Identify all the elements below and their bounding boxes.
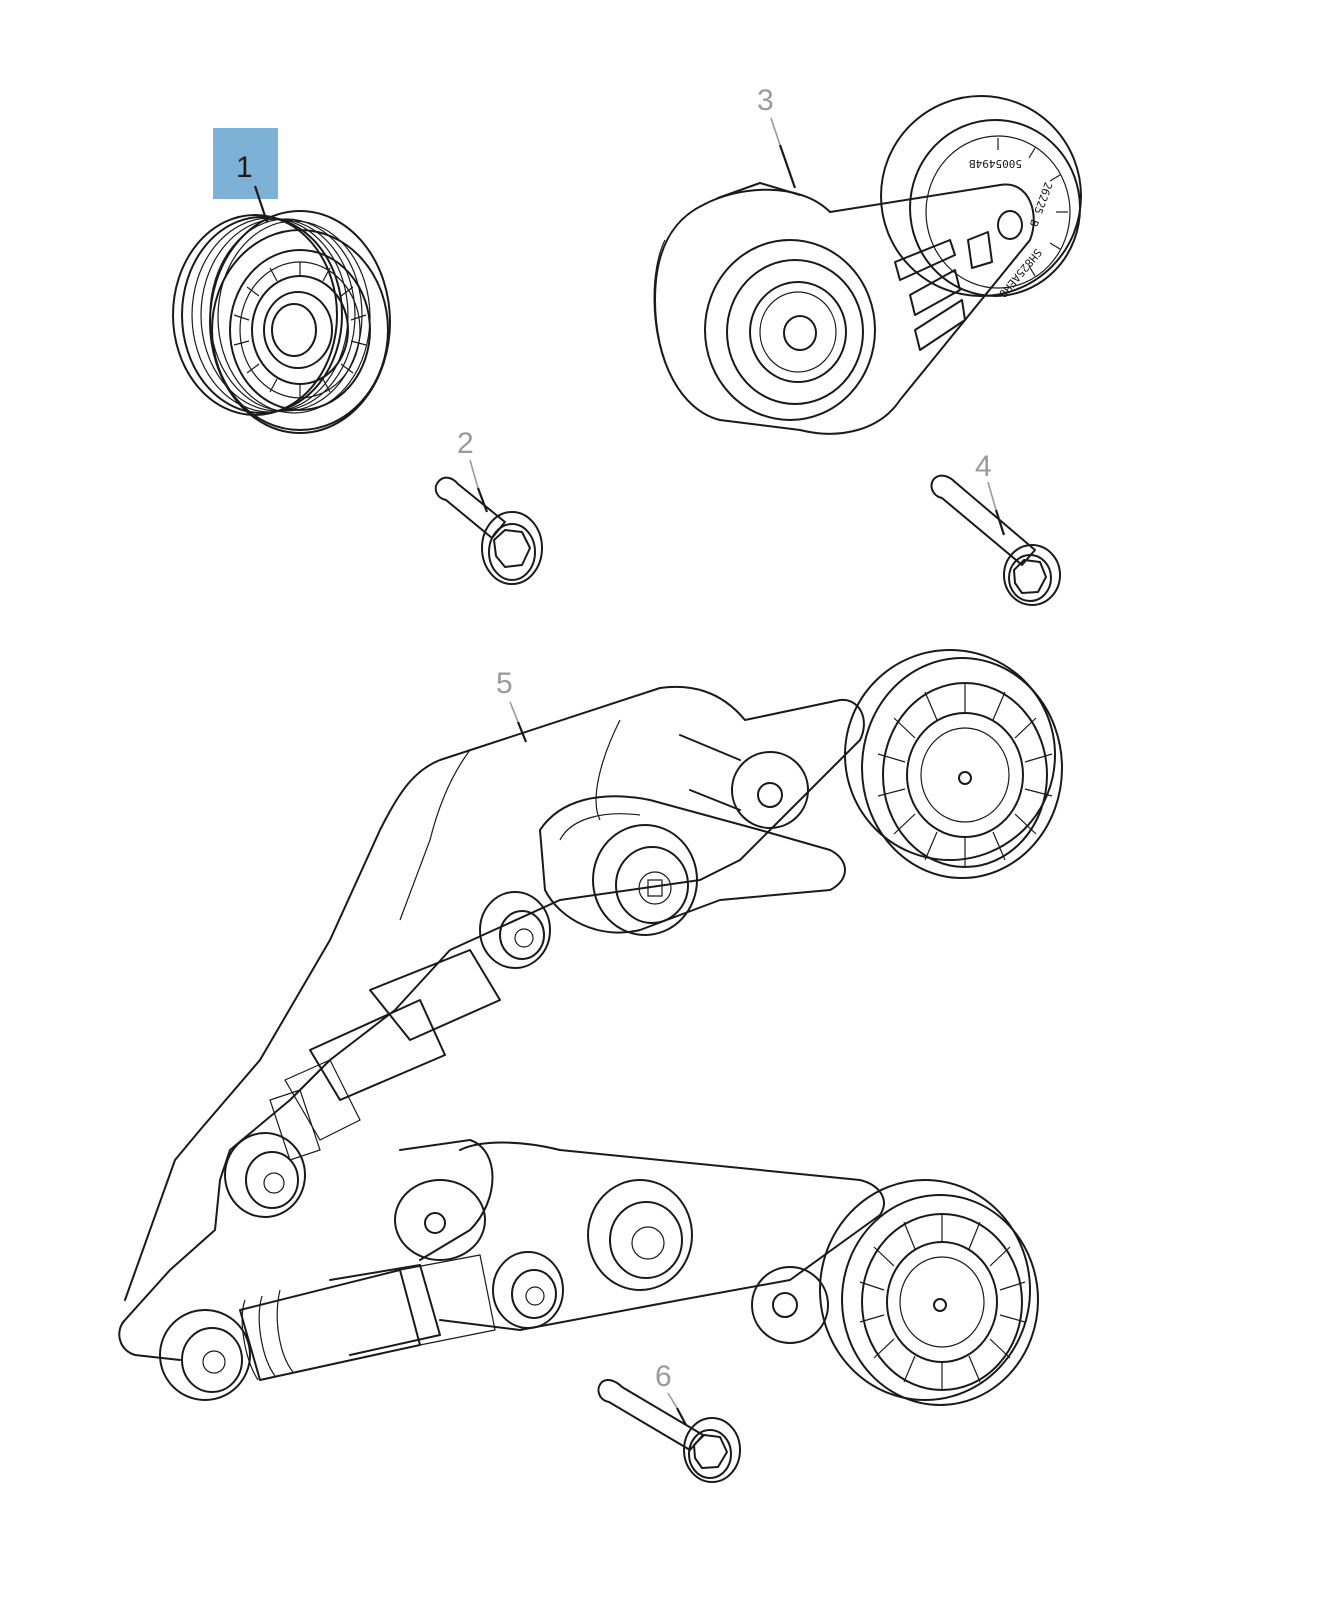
part-3-belt-tensioner[interactable]: 5005494B 26225 B SH825AEH0: [653, 95, 1082, 435]
leader-2-top: [469, 459, 479, 489]
callout-1-highlight: [213, 128, 278, 199]
callout-3-label: 3: [757, 84, 774, 117]
part-4-bolt[interactable]: [930, 474, 1061, 606]
leader-6-top: [667, 1392, 678, 1409]
leader-2: [476, 487, 489, 513]
leader-1: [253, 185, 269, 223]
callout-2-label: 2: [457, 427, 474, 460]
part-2-bolt[interactable]: [434, 476, 543, 585]
leader-6: [676, 1407, 687, 1426]
callout-1-label: 1: [236, 151, 253, 184]
leader-3: [778, 144, 797, 189]
leader-4-top: [987, 481, 997, 511]
leader-5-top: [509, 701, 519, 723]
part-5-tensioner-assembly[interactable]: [118, 649, 1063, 1406]
part-1-idler-pulley[interactable]: [172, 210, 391, 434]
part-6-bolt[interactable]: [597, 1378, 741, 1483]
callout-4-label: 4: [975, 450, 992, 483]
leader-5: [516, 721, 528, 743]
callout-5-label: 5: [496, 667, 513, 700]
leader-3-top: [770, 117, 781, 146]
callout-6-label: 6: [655, 1360, 672, 1393]
leader-4: [994, 509, 1006, 536]
tensioner-stamp-1: 5005494B: [969, 157, 1022, 170]
